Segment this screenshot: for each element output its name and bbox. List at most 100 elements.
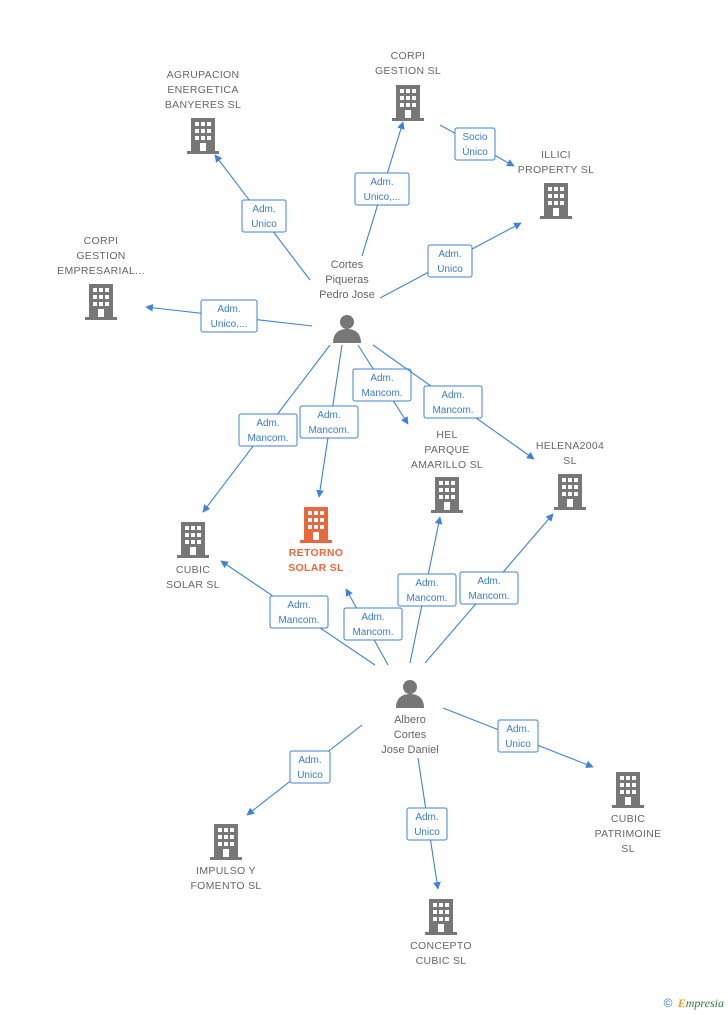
node-label: PATRIMOINE [595, 828, 662, 840]
building-icon [210, 824, 242, 860]
node-label: Cortes [394, 729, 427, 741]
edge-cortes-to-corpi_gestion: Adm. Unico,... [354, 121, 410, 257]
node-label: EMPRESARIAL... [57, 265, 145, 277]
edge-role-badge[interactable] [397, 573, 457, 607]
node-label: SOLAR SL [166, 579, 220, 591]
node-label: CORPI [391, 50, 426, 62]
edge-role-label: Adm. [252, 204, 275, 215]
edge-role-label: Mancom. [361, 388, 402, 399]
edge-role-label: Único [462, 145, 488, 158]
building-icon [187, 118, 219, 154]
edge-role-label: Unico [297, 770, 323, 781]
edge-role-badge[interactable] [352, 368, 412, 402]
edge-role-label: Mancom. [308, 425, 349, 436]
edge-albero-to-hel_parque: Adm. Mancom. [397, 516, 457, 664]
edge-role-label: Mancom. [247, 433, 288, 444]
edge-role-badge[interactable] [289, 750, 331, 784]
node-label: FOMENTO SL [190, 880, 261, 892]
edge-role-label: Unico [251, 219, 277, 230]
node-corpi-empresarial[interactable]: CORPI GESTION EMPRESARIAL... [57, 235, 145, 320]
edge-role-label: Unico,... [211, 319, 248, 330]
node-label: Jose Daniel [381, 744, 438, 756]
building-icon [392, 85, 424, 121]
building-icon [612, 772, 644, 808]
edge-role-label: Adm. [370, 373, 393, 384]
edge-role-badge[interactable] [427, 244, 473, 278]
edge-role-label: Adm. [298, 755, 321, 766]
edge-role-label: Mancom. [432, 405, 473, 416]
edge-cortes-to-illici: Adm.Unico [379, 222, 522, 299]
edge-role-label: Adm. [441, 390, 464, 401]
node-retorno[interactable]: RETORNO SOLAR SL [288, 507, 344, 574]
edge-role-label: Unico [414, 827, 440, 838]
node-label: PARQUE [424, 444, 469, 456]
edge-role-badge[interactable] [241, 199, 287, 233]
node-concepto[interactable]: CONCEPTO CUBIC SL [410, 899, 472, 967]
edge-role-label: Unico [437, 264, 463, 275]
node-label: GESTION SL [375, 65, 441, 77]
edge-role-badge[interactable] [200, 299, 258, 333]
edge-albero-to-concepto: Adm.Unico [406, 757, 448, 890]
edge-role-label: Unico,... [364, 192, 401, 203]
footer-brand: © Empresia [664, 996, 724, 1011]
node-label: Cortes [331, 259, 364, 271]
node-label: BANYERES SL [165, 99, 241, 111]
node-label: ENERGETICA [167, 84, 238, 96]
edge-albero-to-cubic_solar: Adm.Mancom. [220, 560, 376, 666]
edges-layer: Adm.UnicoAdm.Unico,...SocioÚnicoAdm.Unic… [145, 121, 594, 890]
edge-role-label: Adm. [317, 410, 340, 421]
edge-role-badge[interactable] [343, 607, 403, 641]
edge-role-badge[interactable] [354, 172, 410, 206]
edge-role-badge[interactable] [454, 127, 496, 161]
edge-role-label: Unico [505, 739, 531, 750]
edge-cortes-to-cubic_solar: Adm.Mancom. [202, 344, 331, 513]
node-cubic-patrimoine[interactable]: CUBIC PATRIMOINE SL [595, 772, 662, 855]
edge-cortes-to-helena2004: Adm. Mancom. [372, 344, 535, 460]
node-label: GESTION [76, 250, 125, 262]
edge-role-label: Mancom. [278, 615, 319, 626]
edge-role-badge[interactable] [238, 413, 298, 447]
edge-albero-to-cubic_patrimoine: Adm. Unico [442, 707, 594, 769]
node-label: ILLICI [541, 149, 571, 161]
edge-role-badge[interactable] [423, 385, 483, 419]
edge-albero-to-retorno: Adm.Mancom. [343, 588, 403, 666]
edge-role-badge[interactable] [406, 807, 448, 841]
node-label: AGRUPACION [167, 69, 240, 81]
edge-role-label: Adm. [217, 304, 240, 315]
node-label: CORPI [84, 235, 119, 247]
node-label: SOLAR SL [288, 562, 344, 574]
node-corpi-gestion[interactable]: CORPI GESTION SL [375, 50, 441, 121]
node-label: CUBIC SL [416, 955, 467, 967]
node-label: SL [621, 843, 634, 855]
edge-role-badge[interactable] [459, 571, 519, 605]
edge-role-label: Mancom. [406, 593, 447, 604]
person-icon [333, 315, 361, 343]
edge-role-label: Adm. [370, 177, 393, 188]
node-label: CONCEPTO [410, 940, 472, 952]
edge-albero-to-helena2004: Adm.Mancom. [424, 513, 554, 664]
edge-role-label: Socio [462, 132, 487, 143]
node-label: Albero [394, 714, 426, 726]
node-label: CUBIC [611, 813, 645, 825]
building-icon [85, 284, 117, 320]
building-icon [431, 477, 463, 513]
edge-cortes-to-corpi_empresarial: Adm. Unico,... [145, 299, 313, 333]
edge-role-label: Adm. [415, 578, 438, 589]
copyright-icon: © [663, 996, 673, 1010]
node-label: RETORNO [289, 547, 343, 559]
building-icon [177, 522, 209, 558]
edge-role-badge[interactable] [299, 405, 359, 439]
edge-albero-to-impulso: Adm. Unico [246, 724, 363, 816]
edge-role-label: Adm. [506, 724, 529, 735]
edge-role-badge[interactable] [497, 719, 539, 753]
node-agrupacion[interactable]: AGRUPACION ENERGETICA BANYERES SL [165, 69, 241, 154]
edge-role-badge[interactable] [269, 595, 329, 629]
